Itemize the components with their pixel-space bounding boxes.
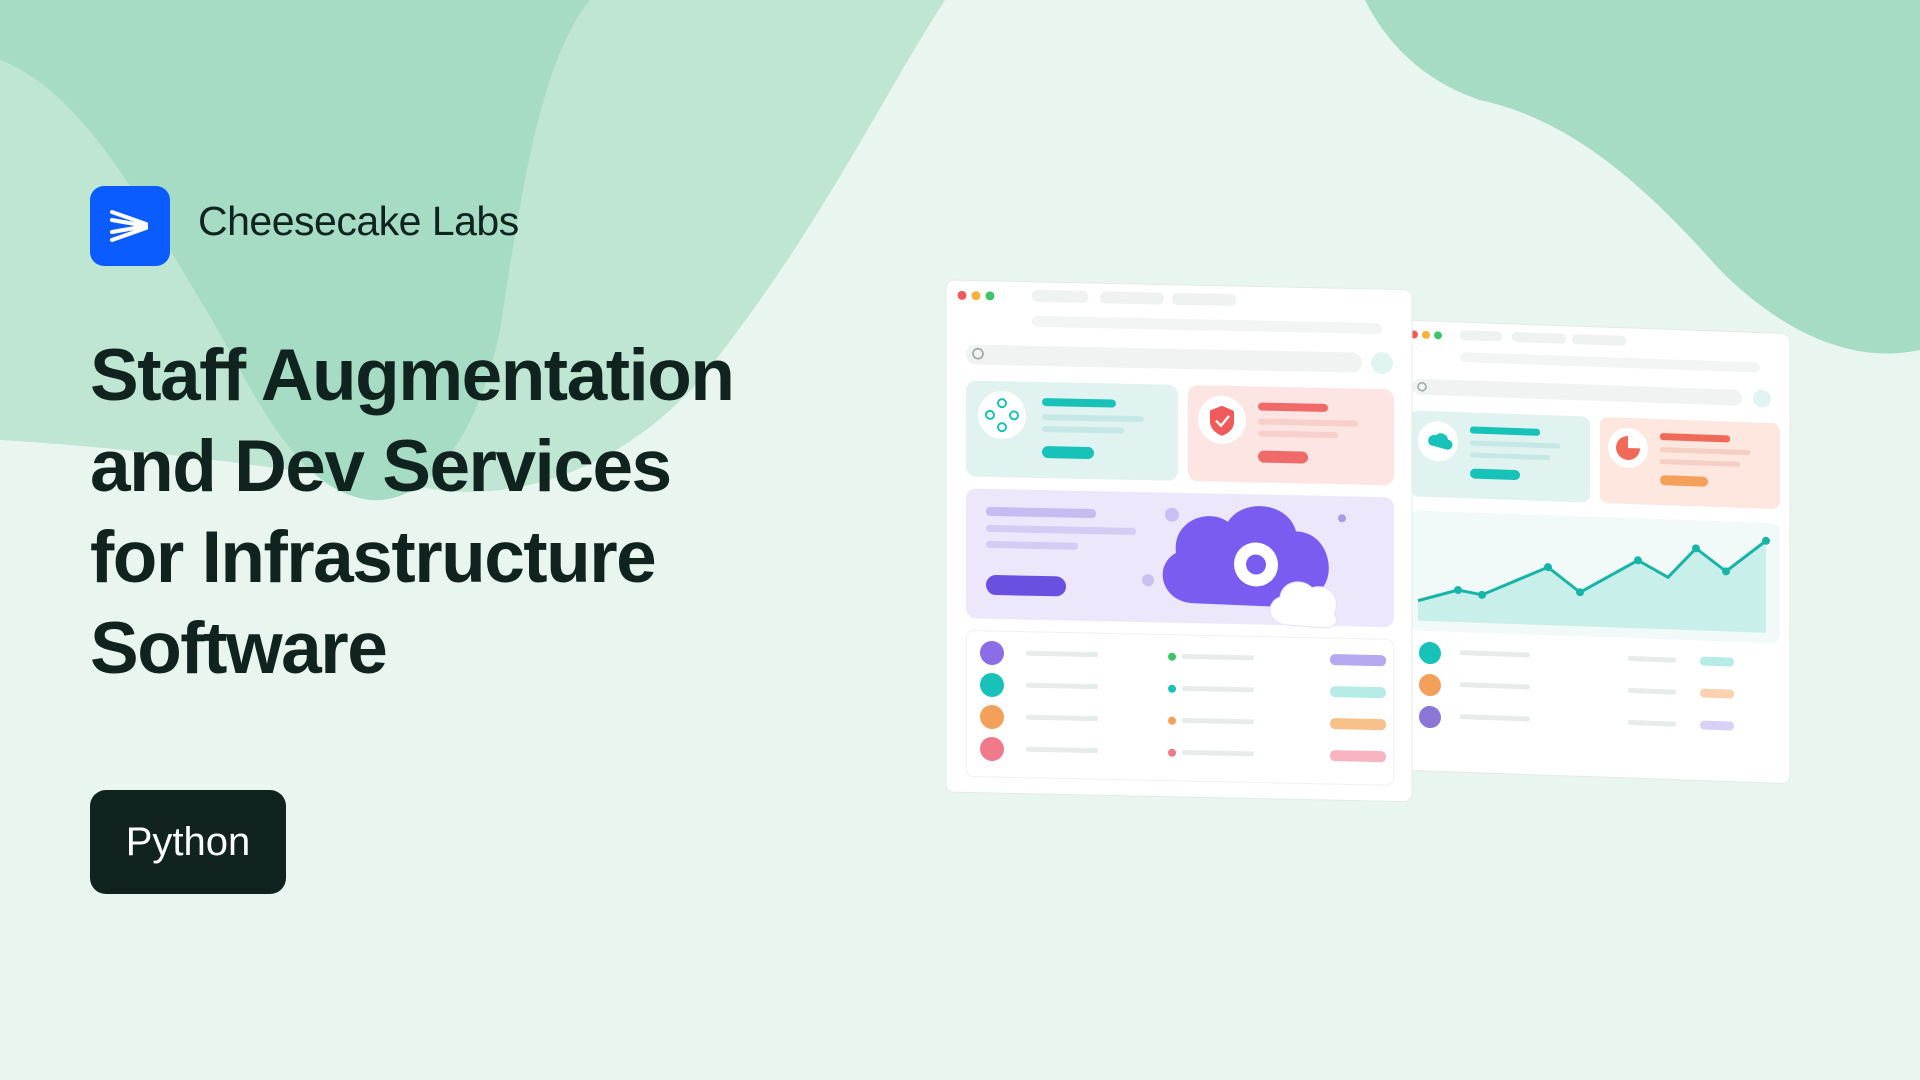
title-line-1: Staff Augmentation bbox=[90, 335, 735, 416]
cloud-gear-icon bbox=[1162, 506, 1338, 629]
dashboard-illustration bbox=[945, 279, 1791, 803]
left-wave-dark bbox=[0, 0, 590, 501]
cloud-icon bbox=[980, 672, 1004, 697]
gear-icon bbox=[1419, 674, 1441, 697]
settings-circle-icon bbox=[1419, 706, 1441, 729]
code-icon bbox=[980, 736, 1004, 761]
filter-icon bbox=[1371, 352, 1393, 375]
right-wave bbox=[1365, 0, 1920, 354]
brand-name: Cheesecake Labs bbox=[198, 198, 519, 244]
search-icon bbox=[1417, 382, 1427, 392]
chevrons-logo-icon bbox=[110, 210, 148, 242]
database-icon bbox=[980, 704, 1004, 729]
front-browser-window bbox=[945, 279, 1413, 803]
title-line-2: and Dev Services bbox=[90, 426, 672, 507]
title-line-3: for Infrastructure bbox=[90, 517, 657, 598]
technology-tag[interactable]: Python bbox=[90, 790, 286, 894]
shield-icon bbox=[1419, 642, 1441, 665]
server-icon bbox=[980, 640, 1004, 665]
title-line-4: Software bbox=[90, 608, 388, 689]
back-browser-window bbox=[1399, 319, 1791, 784]
page-title: Staff Augmentation and Dev Services for … bbox=[90, 330, 790, 694]
filter-icon bbox=[1753, 389, 1771, 408]
network-icon bbox=[978, 391, 1026, 440]
search-icon bbox=[972, 347, 984, 360]
brand-logo[interactable] bbox=[90, 186, 170, 266]
